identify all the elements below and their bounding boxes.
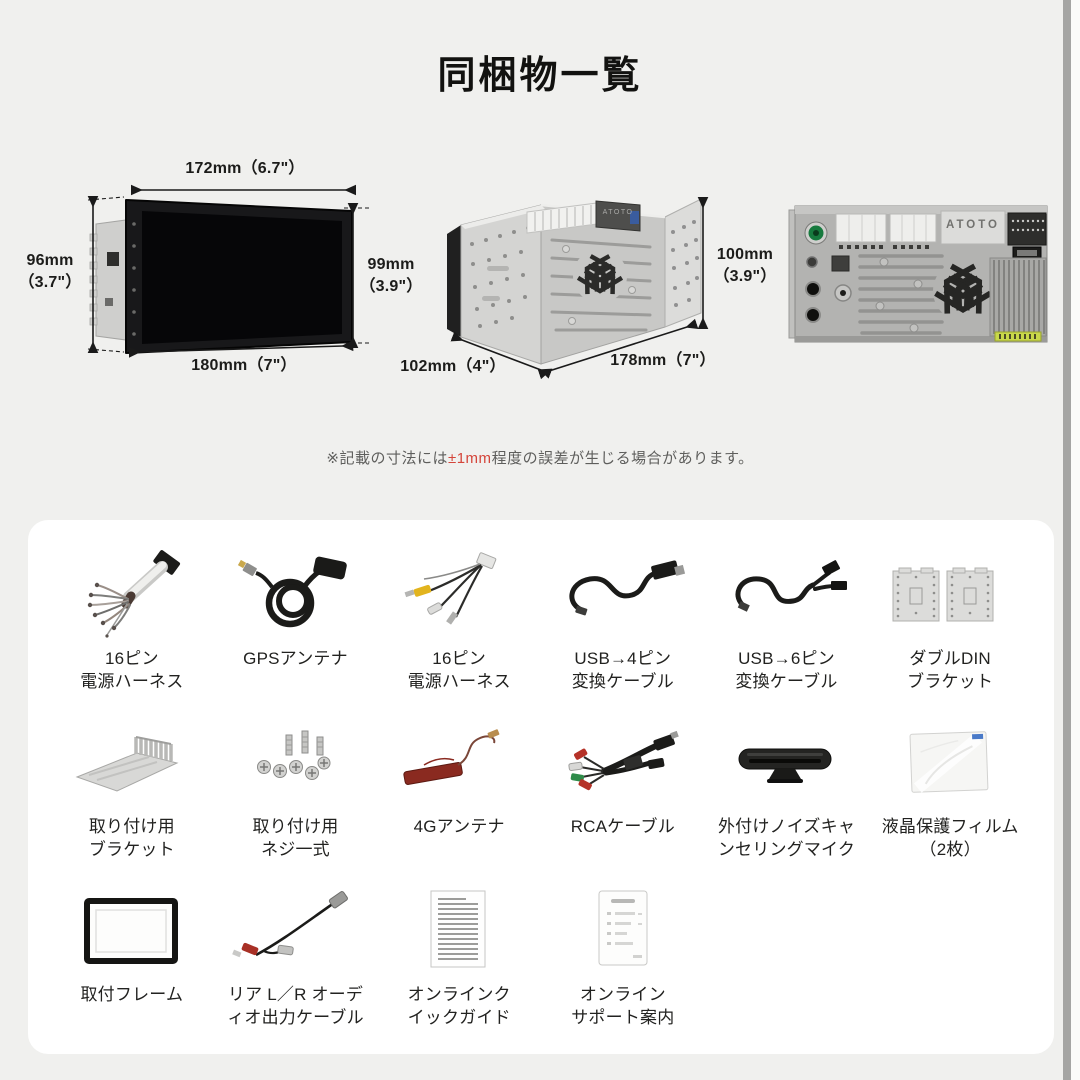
note-suffix: 程度の誤差が生じる場合があります。 (491, 450, 754, 467)
included-items-grid: 16ピン 電源ハーネス GPSアンテナ (28, 520, 1054, 1052)
dimension-cage-height: 100mm （3.9"） (713, 246, 777, 286)
screen-protector-film-icon (875, 716, 1025, 810)
note-tolerance-value: ±1mm (447, 450, 492, 467)
dimension-cage-depth: 102mm（4"） (400, 358, 506, 375)
included-items-card: 16ピン 電源ハーネス GPSアンテナ (28, 520, 1054, 1054)
item-usb-4pin-cable: USB→4ピン 変換ケーブル (541, 548, 705, 716)
item-label: 取り付け用 ブラケット (88, 817, 175, 860)
item-gps-antenna: GPSアンテナ (214, 548, 378, 716)
item-label: 16ピン 電源ハーネス (80, 649, 184, 692)
dimension-front-width-bottom: 180mm（7"） (191, 357, 297, 374)
item-screws-set: 取り付け用 ネジ一式 (214, 716, 378, 884)
double-din-bracket-icon (875, 548, 1025, 642)
item-label: 4Gアンテナ (413, 817, 505, 836)
scrollbar-track[interactable] (1063, 0, 1080, 1080)
head-unit-rear-illustration (788, 205, 1048, 343)
item-label: リア L／R オーデ ィオ出力ケーブル (227, 985, 364, 1028)
item-power-harness-1: 16ピン 電源ハーネス (50, 548, 214, 716)
screws-set-icon (220, 716, 370, 810)
item-rear-audio-cable: リア L／R オーデ ィオ出力ケーブル (214, 884, 378, 1052)
scrollbar-thumb[interactable] (1063, 0, 1071, 1080)
item-usb-6pin-cable: USB→6ピン 変換ケーブル (705, 548, 869, 716)
item-label: 液晶保護フィルム （2枚） (881, 817, 1019, 860)
mounting-cage-illustration (447, 198, 702, 365)
mounting-frame-icon (57, 884, 207, 978)
devices-illustration (87, 184, 1048, 380)
head-unit-front-illustration (89, 199, 353, 354)
item-label: 外付けノイズキャ ンセリングマイク (717, 817, 856, 860)
item-4g-antenna: 4Gアンテナ (377, 716, 541, 884)
item-mounting-frame: 取付フレーム (50, 884, 214, 1052)
dimension-front-width: 172mm（6.7"） (185, 160, 305, 177)
power-harness-icon (57, 548, 207, 642)
item-rca-cable: RCAケーブル (541, 716, 705, 884)
note-prefix: ※記載の寸法には (326, 450, 448, 467)
item-label: 取り付け用 ネジ一式 (252, 817, 339, 860)
dimension-cage-width: 178mm（7"） (610, 352, 716, 369)
4g-antenna-icon (384, 716, 534, 810)
power-harness-icon (384, 548, 534, 642)
rear-brand-label: ATOTO (946, 219, 1000, 231)
item-label: 取付フレーム (80, 985, 184, 1004)
item-label: ダブルDIN ブラケット (907, 649, 994, 692)
cage-brand-label: ATOTO (602, 209, 634, 216)
dimension-front-height-right: 99mm （3.9"） (359, 256, 423, 296)
front-dimension-lines (87, 184, 372, 358)
noise-cancelling-mic-icon (711, 716, 861, 810)
mounting-bracket-icon (57, 716, 207, 810)
support-guide-icon (548, 884, 698, 978)
item-label: オンラインク イックガイド (407, 985, 511, 1028)
item-label: RCAケーブル (570, 817, 675, 836)
item-support-guide: オンライン サポート案内 (541, 884, 705, 1052)
usb-6pin-cable-icon (711, 548, 861, 642)
cage-dimension-lines (450, 196, 709, 380)
dimension-note: ※記載の寸法には±1mm程度の誤差が生じる場合があります。 (0, 447, 1080, 468)
item-label: USB→4ピン 変換ケーブル (571, 649, 674, 692)
item-quick-guide: オンラインク イックガイド (377, 884, 541, 1052)
item-screen-protector-film: 液晶保護フィルム （2枚） (868, 716, 1032, 884)
page-title: 同梱物一覧 (437, 55, 643, 97)
item-label: 16ピン 電源ハーネス (407, 649, 511, 692)
gps-antenna-icon (220, 548, 370, 642)
item-mounting-bracket: 取り付け用 ブラケット (50, 716, 214, 884)
quick-guide-icon (384, 884, 534, 978)
usb-4pin-cable-icon (548, 548, 698, 642)
item-power-harness-2: 16ピン 電源ハーネス (377, 548, 541, 716)
rear-audio-cable-icon (220, 884, 370, 978)
rca-cable-icon (548, 716, 698, 810)
item-double-din-bracket: ダブルDIN ブラケット (868, 548, 1032, 716)
item-label: USB→6ピン 変換ケーブル (735, 649, 838, 692)
item-label: GPSアンテナ (243, 649, 348, 668)
item-noise-cancelling-mic: 外付けノイズキャ ンセリングマイク (705, 716, 869, 884)
item-label: オンライン サポート案内 (571, 985, 675, 1028)
dimension-front-height-left: 96mm （3.7"） (18, 252, 82, 292)
